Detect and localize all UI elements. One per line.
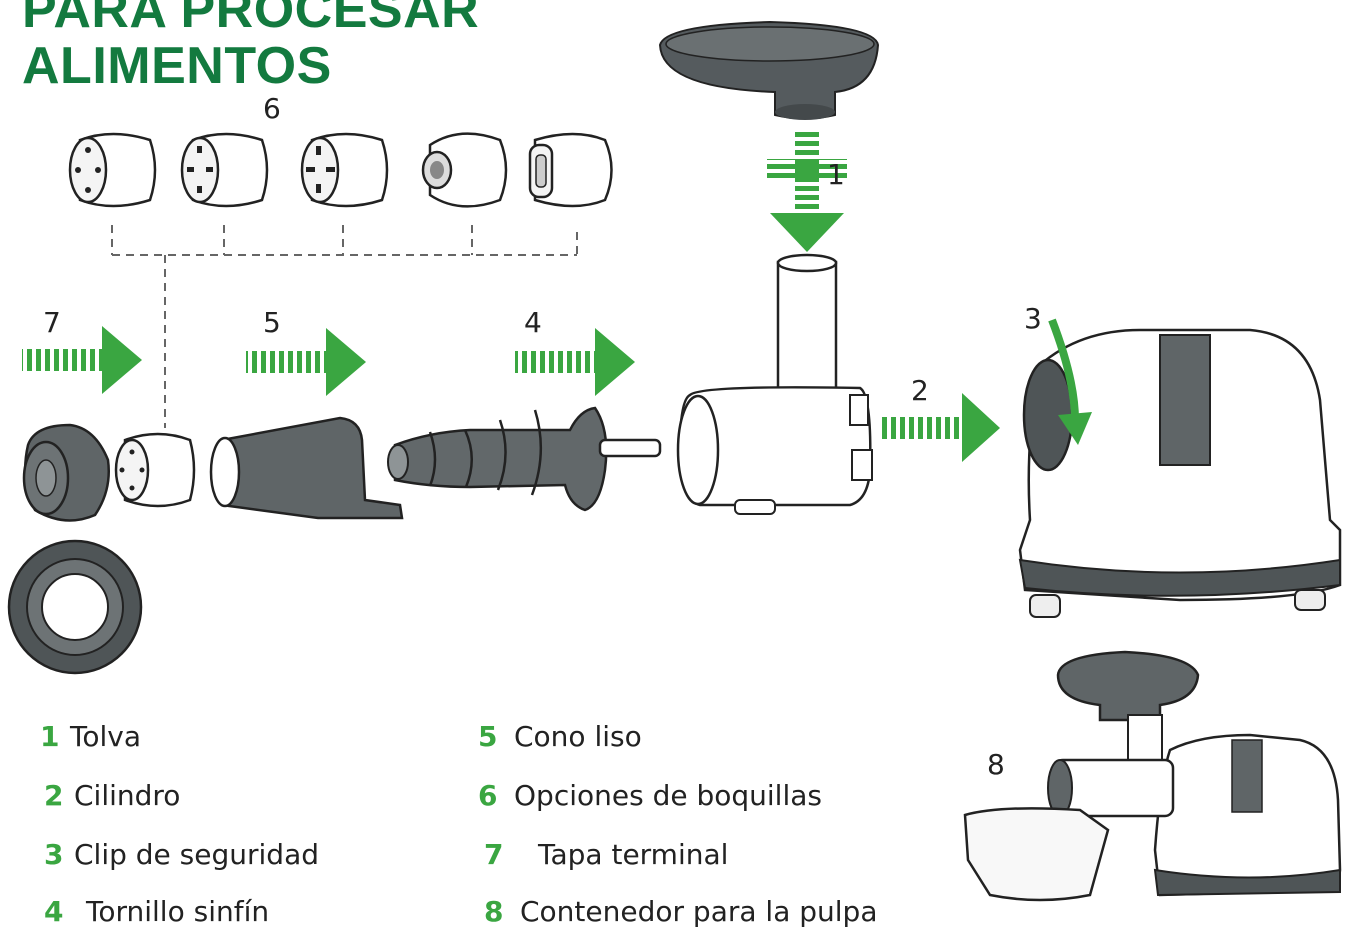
cylinder-part <box>678 255 872 514</box>
legend-number: 2 <box>44 779 74 812</box>
legend-text: Cilindro <box>74 779 180 812</box>
juicer-base-part <box>1020 320 1340 617</box>
end-cap-part <box>24 425 109 520</box>
legend-text: Tornillo sinfín <box>86 895 269 928</box>
nozzle-3 <box>302 134 387 206</box>
legend-text: Contenedor para la pulpa <box>520 895 878 928</box>
legend-number: 4 <box>44 895 86 928</box>
nozzle-5 <box>530 134 612 206</box>
smooth-cone-part <box>211 418 402 518</box>
nozzle-1 <box>70 134 155 206</box>
nozzle-bracket-lines <box>112 225 577 428</box>
callout-1: 1 <box>827 158 845 191</box>
assembled-juicer <box>965 652 1340 900</box>
callout-5: 5 <box>263 306 281 339</box>
legend-number: 1 <box>40 720 70 753</box>
auger-part <box>388 408 660 510</box>
legend-number: 3 <box>44 838 74 871</box>
end-cap-front-view <box>9 541 141 673</box>
nozzle-options <box>70 134 612 207</box>
legend-text: Tolva <box>70 720 141 753</box>
hopper-part <box>660 22 878 120</box>
installed-nozzle <box>116 434 194 506</box>
legend-number: 8 <box>484 895 520 928</box>
nozzle-2 <box>182 134 267 206</box>
nozzle-4 <box>423 134 506 207</box>
legend-number: 7 <box>484 838 538 871</box>
arrow-7 <box>22 326 142 394</box>
callout-8: 8 <box>987 748 1005 781</box>
callout-4: 4 <box>524 306 542 339</box>
legend-text: Opciones de boquillas <box>514 779 822 812</box>
legend-number: 6 <box>478 779 514 812</box>
callout-3: 3 <box>1024 302 1042 335</box>
callout-2: 2 <box>911 374 929 407</box>
legend-text: Cono liso <box>514 720 642 753</box>
legend-text: Tapa terminal <box>538 838 728 871</box>
legend-text: Clip de seguridad <box>74 838 319 871</box>
callout-7: 7 <box>43 306 61 339</box>
legend-number: 5 <box>478 720 514 753</box>
callout-6: 6 <box>263 92 281 125</box>
arrow-2 <box>882 393 1000 462</box>
arrow-1-vertical <box>770 132 844 252</box>
